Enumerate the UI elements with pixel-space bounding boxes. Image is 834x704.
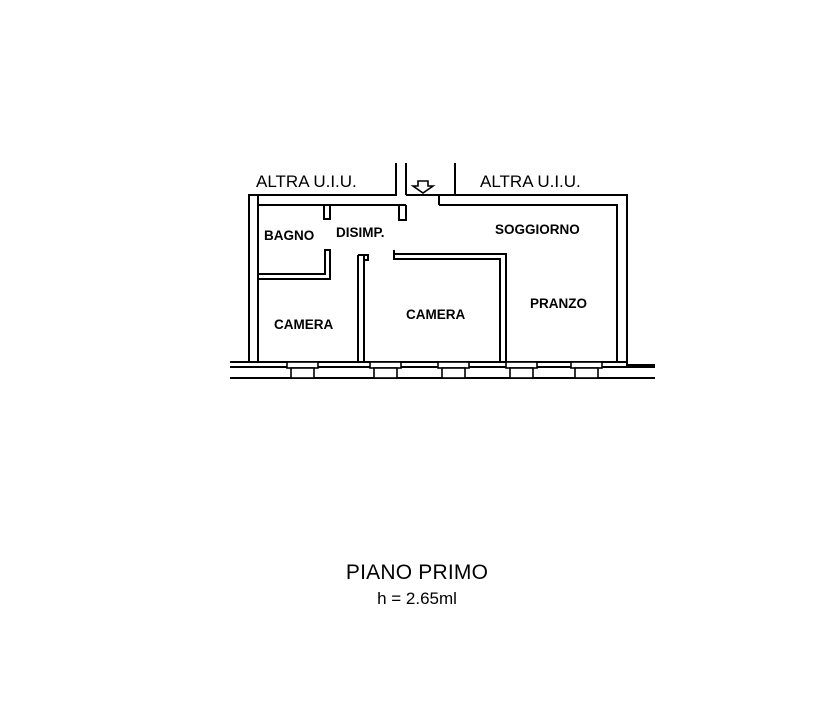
- camera-left-walls: [357, 254, 369, 362]
- outer-walls: [230, 163, 655, 366]
- plan-height: h = 2.65ml: [377, 589, 457, 608]
- windows: [286, 361, 603, 379]
- window: [505, 361, 538, 379]
- room-label-camera-center: CAMERA: [406, 307, 465, 322]
- camera-center-walls: [393, 250, 507, 362]
- entrance-door: [398, 194, 439, 221]
- room-label-camera-left: CAMERA: [274, 317, 333, 332]
- window: [369, 361, 402, 379]
- arrow-down-icon: [410, 180, 436, 194]
- plan-title: PIANO PRIMO: [345, 561, 489, 584]
- window: [570, 361, 603, 379]
- neighbor-right-label: ALTRA U.I.U.: [480, 172, 581, 191]
- window: [286, 361, 319, 379]
- neighbor-left-label: ALTRA U.I.U.: [256, 172, 357, 191]
- room-label-bagno: BAGNO: [264, 228, 314, 243]
- window: [437, 361, 470, 379]
- room-label-disimpegno: DISIMP.: [336, 225, 385, 240]
- room-label-pranzo: PRANZO: [530, 296, 587, 311]
- room-label-soggiorno: SOGGIORNO: [495, 222, 580, 237]
- bagno-walls: [258, 205, 331, 280]
